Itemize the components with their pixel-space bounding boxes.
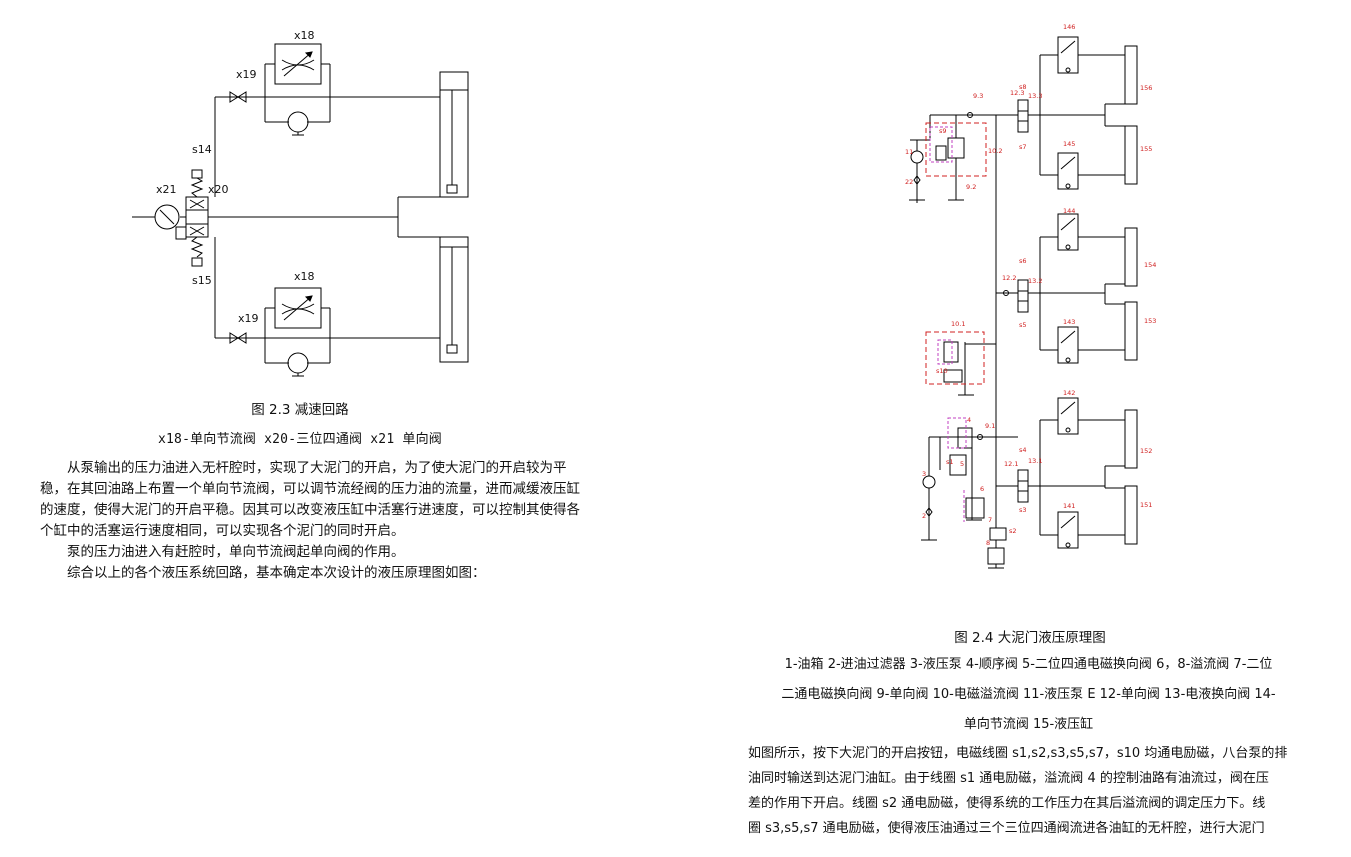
- label-s1: s1: [946, 458, 954, 466]
- label-156: 156: [1140, 84, 1153, 92]
- label-8: 8: [986, 539, 991, 547]
- label-10-1: 10.1: [951, 320, 966, 328]
- label-155: 155: [1140, 145, 1153, 153]
- label-12-1: 12.1: [1004, 460, 1019, 468]
- label-142: 142: [1063, 389, 1076, 397]
- label-x19-top: x19: [236, 68, 257, 81]
- paragraph-line-2: 油同时输送到达泥门油缸。由于线圈 s1 通电励磁，溢流阀 4 的控制油路有油流过…: [748, 771, 1269, 786]
- figure-caption-2-3: 图 2.3 减速回路: [251, 402, 349, 418]
- label-152: 152: [1140, 447, 1153, 455]
- label-13-2: 13.2: [1028, 277, 1043, 285]
- label-s5: s5: [1019, 321, 1027, 329]
- label-6: 6: [980, 485, 985, 493]
- label-22: 22: [905, 178, 914, 186]
- label-9-2: 9.2: [966, 183, 977, 191]
- paragraph-line-4: 圈 s3,s5,s7 通电励磁，使得液压油通过三个三位四通阀流进各油缸的无杆腔，…: [748, 821, 1265, 836]
- label-s8: s8: [1019, 83, 1027, 91]
- paragraph-line-1: 如图所示，按下大泥门的开启按钮，电磁线圈 s1,s2,s3,s5,s7，s10 …: [748, 746, 1288, 761]
- figure-caption-2-4: 图 2.4 大泥门液压原理图: [954, 630, 1106, 646]
- label-x19-bottom: x19: [238, 312, 259, 325]
- label-12-3: 12.3: [1010, 89, 1025, 97]
- label-s9: s9: [939, 127, 947, 135]
- label-143: 143: [1063, 318, 1076, 326]
- paragraph-1: 从泵输出的压力油进入无杆腔时，实现了大泥门的开启，为了使大泥门的开启较为平稳，在…: [40, 460, 580, 539]
- label-s6: s6: [1019, 257, 1027, 265]
- label-9-1: 9.1: [985, 422, 996, 430]
- label-153: 153: [1144, 317, 1157, 325]
- label-2: 2: [922, 512, 927, 520]
- label-x20: x20: [208, 183, 229, 196]
- figure-legend-2-4-line-2: 二通电磁换向阀 9-单向阀 10-电磁溢流阀 11-液压泵 E 12-单向阀 1…: [781, 687, 1276, 702]
- right-text-body: 如图所示，按下大泥门的开启按钮，电磁线圈 s1,s2,s3,s5,s7，s10 …: [748, 741, 1323, 841]
- paragraph-line-3: 差的作用下开启。线圈 s2 通电励磁，使得系统的工作压力在其后溢流阀的调定压力下…: [748, 796, 1266, 811]
- label-7: 7: [988, 516, 993, 524]
- label-10-2: 10.2: [988, 147, 1003, 155]
- label-144: 144: [1063, 207, 1076, 215]
- label-13-3: 13.3: [1028, 92, 1043, 100]
- label-141: 141: [1063, 502, 1076, 510]
- label-12-2: 12.2: [1002, 274, 1017, 282]
- left-text-body: 从泵输出的压力油进入无杆腔时，实现了大泥门的开启，为了使大泥门的开启较为平稳，在…: [40, 458, 585, 584]
- label-3: 3: [922, 470, 927, 478]
- label-9-3: 9.3: [973, 92, 984, 100]
- figure-legend-2-4-line-3: 单向节流阀 15-液压缸: [963, 717, 1094, 732]
- label-s15: s15: [192, 274, 212, 287]
- label-s14: s14: [192, 143, 212, 156]
- label-145: 145: [1063, 140, 1076, 148]
- label-151: 151: [1140, 501, 1153, 509]
- label-5: 5: [960, 460, 965, 468]
- label-s4: s4: [1019, 446, 1027, 454]
- label-11: 11: [905, 148, 914, 156]
- label-s2: s2: [1009, 527, 1017, 535]
- paragraph-2: 泵的压力油进入有赶腔时，单向节流阀起单向阀的作用。: [67, 544, 405, 560]
- label-s7: s7: [1019, 143, 1027, 151]
- label-x21: x21: [156, 183, 177, 196]
- paragraph-3: 综合以上的各个液压系统回路，基本确定本次设计的液压原理图如图：: [67, 565, 486, 581]
- label-s3: s3: [1019, 506, 1027, 514]
- label-146: 146: [1063, 23, 1076, 31]
- label-s10: s10: [936, 367, 948, 375]
- label-x18-top: x18: [294, 29, 315, 42]
- label-13-1: 13.1: [1028, 457, 1043, 465]
- label-4: 4: [967, 416, 972, 424]
- label-x18-bottom: x18: [294, 270, 315, 283]
- figure-legend-2-3: x18-单向节流阀 x20-三位四通阀 x21 单向阀: [158, 432, 442, 447]
- figure-legend-2-4-line-1: 1-油箱 2-进油过滤器 3-液压泵 4-顺序阀 5-二位四通电磁换向阀 6，8…: [784, 657, 1273, 672]
- label-154: 154: [1144, 261, 1157, 269]
